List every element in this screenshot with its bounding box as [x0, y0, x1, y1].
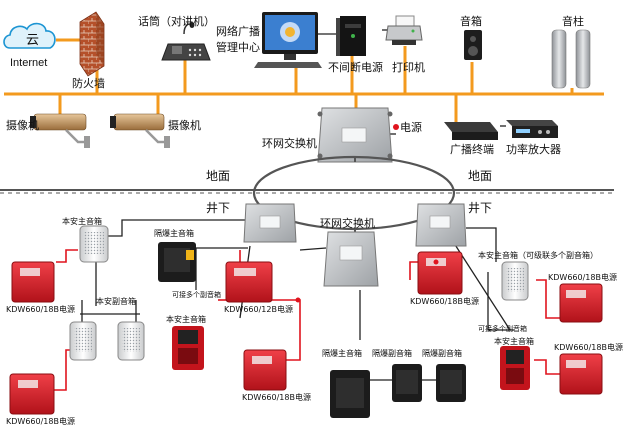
camera-icon: [110, 113, 170, 148]
camera-icon: [30, 113, 90, 148]
microphone-label: 话筒（对讲机）: [138, 15, 215, 28]
computer-icon: [254, 12, 322, 68]
power-supply-icon: [559, 283, 603, 323]
flameproof-speaker-icon: [158, 242, 196, 282]
power-supply-icon: [243, 349, 287, 391]
flameproof-sub-box-2-label: 隔爆副音箱: [422, 349, 462, 358]
underground-label-right: 井下: [468, 201, 493, 215]
speaker-icon: [464, 30, 482, 60]
power-source-label: 电源: [400, 121, 422, 134]
network-switch-icon: [415, 203, 467, 247]
network-switch-icon: [243, 203, 297, 243]
kdw-label-3: KDW660/12B电源: [224, 305, 293, 314]
backbone-cables: [4, 38, 604, 122]
ia-main-box-right-label: 本安主音箱（可级联多个副音箱）: [478, 251, 598, 260]
ground-label-left: 地面: [206, 169, 231, 183]
intercom-speaker-icon: [79, 225, 109, 263]
ia-sub-box-label: 本安副音箱: [96, 297, 136, 306]
cloud-label: 云: [26, 33, 40, 48]
ia-main-box-left-label: 本安主音箱: [62, 217, 102, 226]
kdw-label-1: KDW660/18B电源: [6, 305, 75, 314]
broadcast-center-label-line1: 网络广播: [216, 25, 260, 38]
microphone-console-icon: [161, 22, 211, 61]
connect-multi-sub-right-label: 可接多个副音箱: [478, 325, 527, 333]
connect-multi-sub-left-label: 可接多个副音箱: [172, 291, 221, 299]
kdw-label-6: KDW660/18B电源: [548, 273, 617, 282]
flameproof-sub-box-1-label: 隔爆副音箱: [372, 349, 412, 358]
firewall-label: 防火墙: [72, 77, 105, 90]
telephone-icon: [500, 346, 530, 390]
speaker-column-icon: [551, 29, 591, 89]
broadcast-center-label-line2: 管理中心: [216, 41, 260, 54]
printer-label: 打印机: [392, 61, 425, 74]
flameproof-speaker-icon: [392, 364, 422, 402]
power-supply-icon: [559, 353, 603, 395]
cloud-icon: [3, 22, 56, 49]
kdw-label-5: KDW660/18B电源: [410, 297, 479, 306]
ring-switch-top-label: 环网交换机: [262, 137, 317, 150]
ground-label-right: 地面: [468, 169, 493, 183]
kdw-label-4: KDW660/18B电源: [242, 393, 311, 402]
speaker-box-label: 音箱: [460, 15, 482, 28]
power-supply-icon: [9, 373, 55, 415]
flameproof-main-box-left-label: 隔爆主音箱: [154, 229, 194, 238]
network-switch-icon: [317, 107, 393, 163]
network-switch-icon: [323, 231, 379, 287]
printer-icon: [385, 15, 423, 45]
flameproof-main-box-bottom-label: 隔爆主音箱: [322, 349, 362, 358]
intercom-speaker-icon: [69, 321, 97, 361]
firewall-icon: [79, 11, 105, 77]
ups-icon: [336, 16, 366, 56]
power-supply-icon: [444, 122, 498, 140]
telephone-icon: [172, 326, 204, 370]
underground-cables-red: [54, 249, 560, 391]
cable-junction-dots: [295, 124, 439, 303]
ups-label: 不间断电源: [328, 61, 383, 74]
speaker-column-label: 音柱: [562, 15, 584, 28]
ground-separator: [0, 189, 614, 194]
kdw-label-2: KDW660/18B电源: [6, 417, 75, 426]
ia-main-box-right-lower-label: 本安主音箱: [494, 337, 534, 346]
underground-label-left: 井下: [206, 201, 231, 215]
power-supply-icon: [11, 261, 55, 303]
kdw-label-7: KDW660/18B电源: [554, 343, 623, 352]
camera-label-1: 摄像机: [6, 119, 39, 132]
power-supply-icon: [225, 261, 273, 303]
camera-label-2: 摄像机: [168, 119, 201, 132]
power-supply-icon: [417, 251, 463, 295]
flameproof-speaker-icon: [330, 370, 370, 418]
internet-label: Internet: [10, 57, 48, 69]
power-amplifier-label: 功率放大器: [506, 143, 561, 156]
intercom-speaker-icon: [117, 321, 145, 361]
broadcast-terminal-label: 广播终端: [450, 143, 494, 156]
ring-switch-center-label: 环网交换机: [320, 217, 375, 230]
flameproof-speaker-icon: [436, 364, 466, 402]
amplifier-icon: [506, 120, 558, 138]
ia-main-box-lower-label: 本安主音箱: [166, 315, 206, 324]
intercom-speaker-icon: [501, 261, 529, 301]
